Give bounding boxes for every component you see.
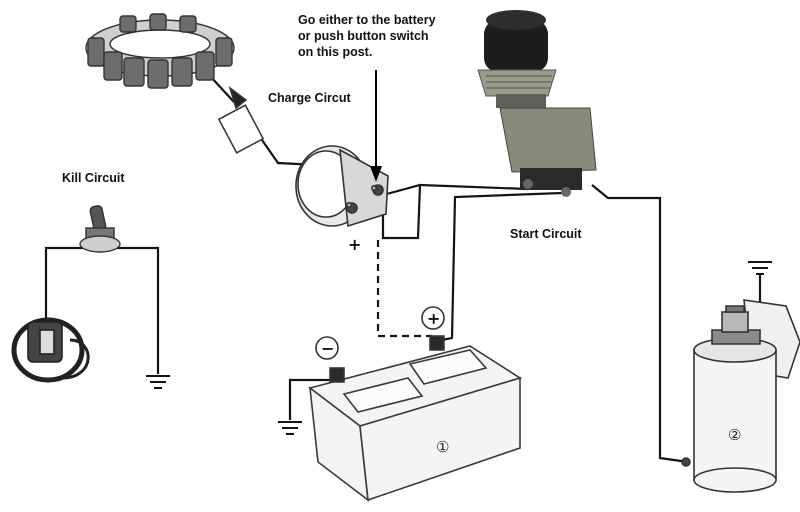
- push-button-switch: [477, 10, 597, 197]
- charge-circuit-label: Charge Circut: [268, 91, 351, 105]
- gauge-plus-sign: +: [348, 235, 361, 254]
- stator: [85, 13, 235, 89]
- kill-ground-wire: [110, 246, 160, 374]
- ground-symbol-starter: [748, 261, 772, 275]
- ground-symbol-kill: [146, 375, 170, 389]
- battery-minus-marker: [315, 336, 339, 360]
- ammeter: [295, 145, 389, 228]
- ground-symbol-battery: [278, 421, 302, 435]
- starter-number: ②: [728, 426, 741, 444]
- wires: [44, 75, 762, 464]
- button-to-starter-wire: [591, 184, 689, 464]
- kill-circuit-label: Kill Circuit: [62, 171, 125, 185]
- ammeter-to-button-wire: [382, 183, 529, 197]
- annotation-arrow: [370, 70, 382, 182]
- kill-switch-wire: [44, 246, 88, 318]
- battery-minus-sign: −: [321, 339, 334, 358]
- battery-plus-sign: +: [427, 309, 440, 328]
- battery-number: ①: [436, 438, 449, 456]
- battery: [308, 335, 522, 502]
- rectifier: [217, 86, 265, 154]
- kill-toggle-switch: [79, 205, 121, 253]
- battery-ground-wire: [288, 378, 330, 420]
- battery-to-button-wire: [441, 191, 563, 342]
- note-line-1: Go either to the battery: [298, 13, 436, 27]
- starter-motor: [681, 299, 800, 493]
- note-line-3: on this post.: [298, 45, 372, 59]
- battery-plus-marker: [421, 306, 445, 330]
- ammeter-plus-lead: [381, 184, 422, 240]
- ammeter-to-battery-dashed-wire: [376, 240, 432, 338]
- stator-lead-wire: [209, 75, 235, 103]
- ignition-coil: [11, 317, 90, 383]
- start-circuit-label: Start Circuit: [510, 227, 582, 241]
- note-line-2: or push button switch: [298, 29, 429, 43]
